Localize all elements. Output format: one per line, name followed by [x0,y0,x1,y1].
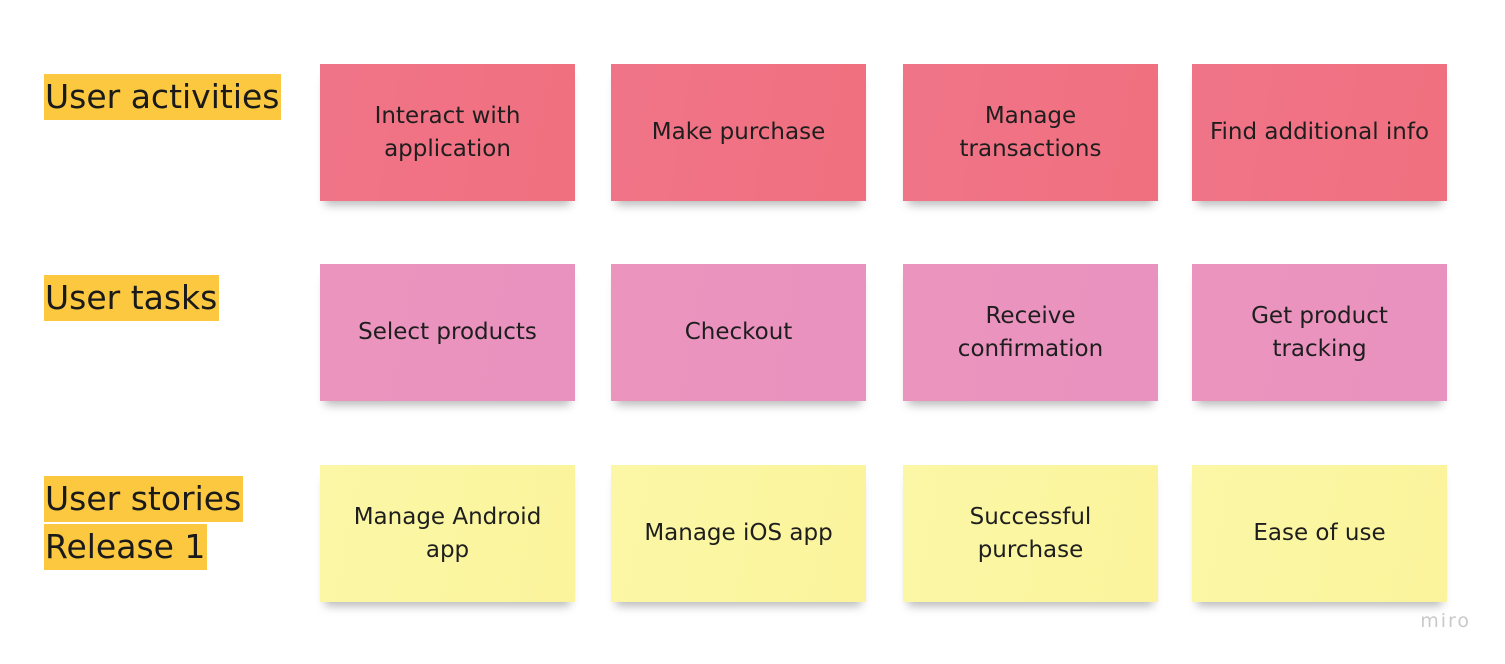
sticky-note-text: Select products [358,319,537,345]
sticky-note[interactable]: Checkout [611,264,866,401]
sticky-note-text: Interact with application [374,102,521,162]
sticky-note[interactable]: Successful purchase [903,465,1158,602]
sticky-note[interactable]: Ease of use [1192,465,1447,602]
sticky-note-text: Receive confirmation [957,302,1104,362]
sticky-note-text: Checkout [684,319,793,345]
sticky-note-text: Manage Android app [353,503,542,563]
sticky-note-text: Manage iOS app [644,520,833,546]
sticky-note[interactable]: Manage iOS app [611,465,866,602]
sticky-note[interactable]: Select products [320,264,575,401]
sticky-note[interactable]: Make purchase [611,64,866,201]
miro-logo: miro [1420,610,1471,632]
sticky-note[interactable]: Find additional info [1192,64,1447,201]
row-label-text: User activities [44,74,282,120]
sticky-note[interactable]: Manage transactions [903,64,1158,201]
sticky-note[interactable]: Interact with application [320,64,575,201]
sticky-note[interactable]: Receive confirmation [903,264,1158,401]
sticky-note-text: Make purchase [651,119,826,145]
row-label-text: User tasks [44,275,220,321]
row-label-user-tasks: User tasks [44,275,220,321]
sticky-note-text: Successful purchase [969,503,1092,563]
sticky-note[interactable]: Get product tracking [1192,264,1447,401]
sticky-note-text: Manage transactions [959,102,1102,162]
row-label-user-stories: User stories Release 1 [44,476,244,570]
sticky-note[interactable]: Manage Android app [320,465,575,602]
sticky-note-text: Get product tracking [1251,302,1388,362]
sticky-note-text: Ease of use [1253,520,1386,546]
sticky-note-text: Find additional info [1209,119,1430,145]
row-label-text: User stories [44,476,244,522]
row-label-user-activities: User activities [44,74,282,120]
row-label-text: Release 1 [44,524,208,570]
